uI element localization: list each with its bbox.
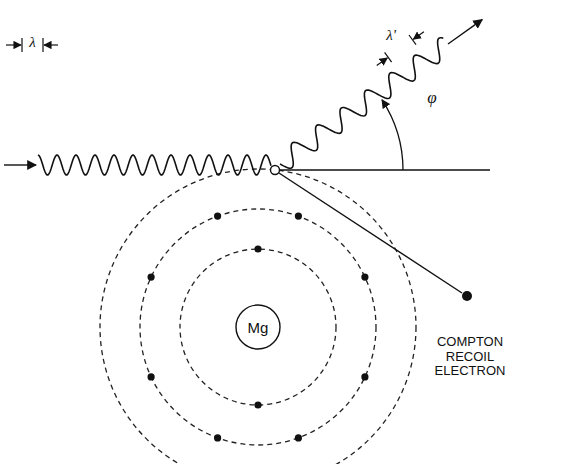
recoil-electron xyxy=(462,291,472,301)
incident-arrow xyxy=(4,164,36,165)
electron-dot xyxy=(361,373,368,380)
electron-dot xyxy=(254,245,261,252)
angle-label: φ xyxy=(427,88,436,108)
incident-photon-wave xyxy=(38,155,271,175)
electron-dot xyxy=(295,434,302,441)
outer-shell xyxy=(100,169,416,464)
scattered-photon-wave xyxy=(280,38,443,169)
angle-arc xyxy=(382,100,403,170)
recoil-path xyxy=(279,173,462,293)
electron-dot xyxy=(148,274,155,281)
callout-label: COMPTON RECOIL ELECTRON xyxy=(428,335,512,380)
electron-dot xyxy=(295,213,302,220)
nucleus-circle: Mg xyxy=(235,304,281,350)
inner-shell xyxy=(180,249,336,405)
reference-line xyxy=(279,169,490,170)
electron-dot xyxy=(361,274,368,281)
element-symbol: Mg xyxy=(248,319,269,336)
electron-dot xyxy=(148,373,155,380)
electron-dot xyxy=(254,401,261,408)
wavelength-label: λ xyxy=(29,34,36,51)
middle-shell xyxy=(140,209,376,445)
electron-dot xyxy=(214,434,221,441)
wavelength-label: λ' xyxy=(386,27,396,44)
scattered-arrow xyxy=(448,20,482,44)
struck-electron xyxy=(271,166,280,175)
electron-dot xyxy=(214,213,221,220)
